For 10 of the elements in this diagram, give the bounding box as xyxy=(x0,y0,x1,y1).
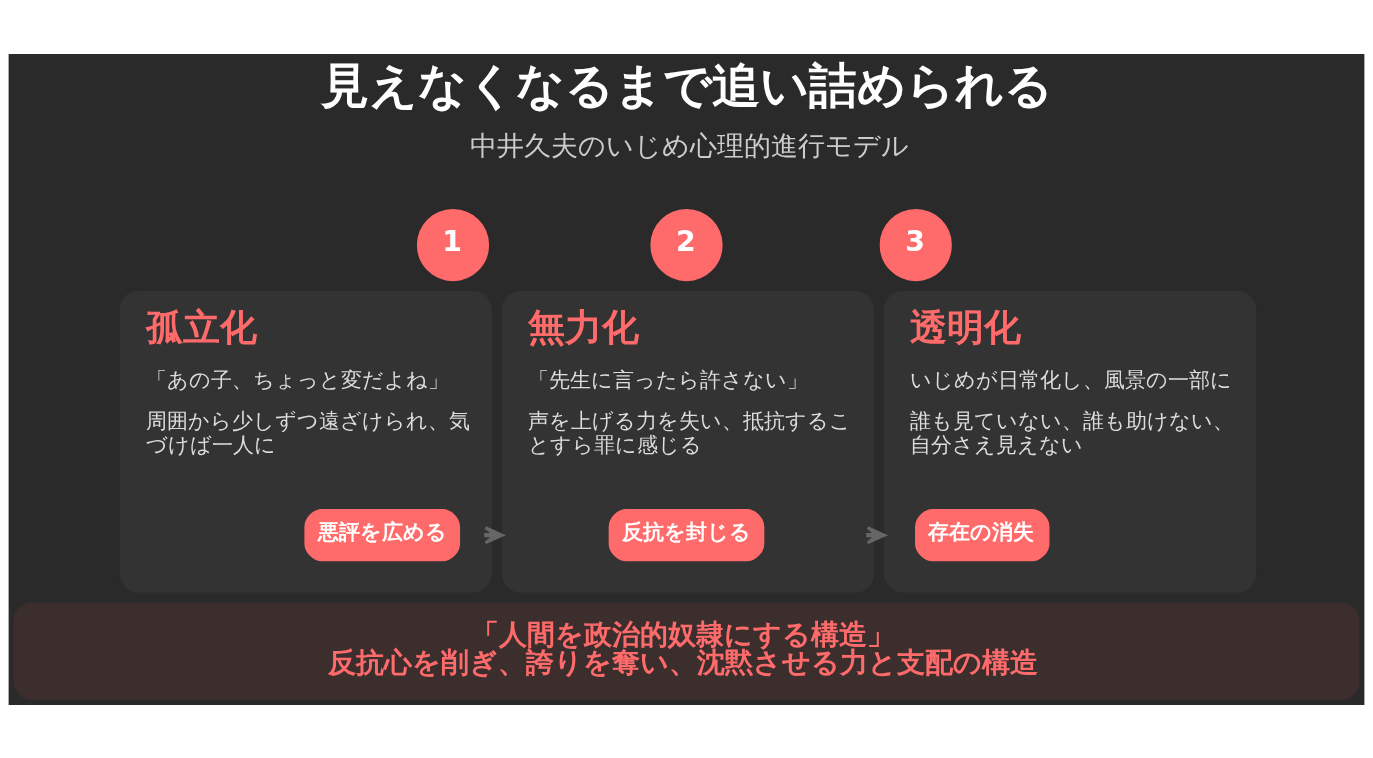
node-circle: 3 xyxy=(879,208,952,281)
node-box: 存在の消失 xyxy=(915,508,1050,561)
node-box: 悪評を広める xyxy=(304,508,461,561)
label: 中井久夫のいじめ心理的進行モデル xyxy=(469,129,909,161)
arrow xyxy=(484,525,504,544)
node-box: 反抗を封じる xyxy=(608,508,765,561)
node-circle: 2 xyxy=(650,208,723,281)
arrow xyxy=(866,525,887,544)
node-circle: 1 xyxy=(416,208,490,281)
diagram-title: 見えなくなるまで追い詰められる xyxy=(321,56,1054,113)
